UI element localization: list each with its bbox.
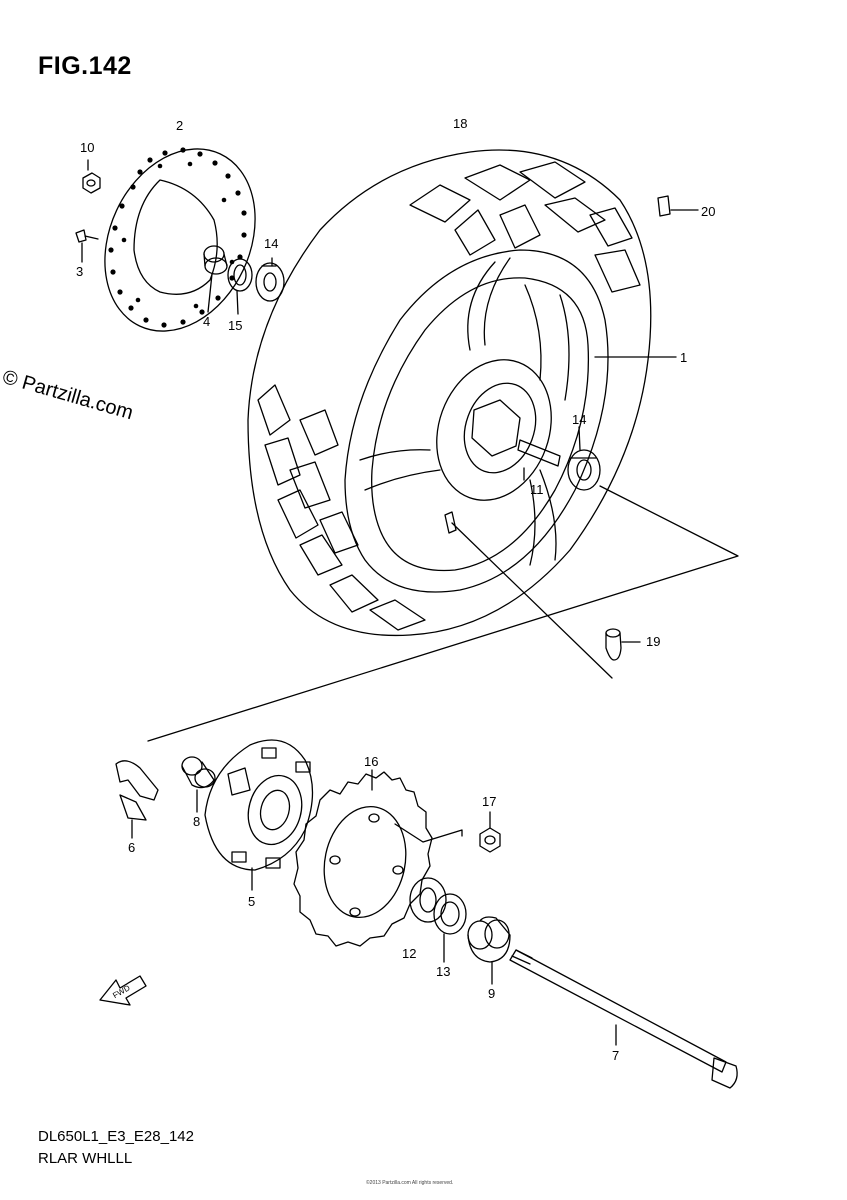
callout-14-lower: 14 xyxy=(572,412,586,427)
callout-16: 16 xyxy=(364,754,378,769)
rear-axle[interactable] xyxy=(509,949,738,1089)
copyright: ©2013 Partzilla.com All rights reserved. xyxy=(366,1180,454,1186)
bearing-left[interactable] xyxy=(255,262,285,302)
disc-bolt[interactable] xyxy=(75,229,99,243)
bearing-right[interactable] xyxy=(567,449,601,491)
forward-arrow-icon: FWD xyxy=(99,975,147,1006)
spacer-right[interactable] xyxy=(467,916,511,963)
spacer-left[interactable] xyxy=(181,756,216,789)
rear-sprocket[interactable] xyxy=(293,771,433,947)
callout-10: 10 xyxy=(80,140,94,155)
sprocket-nut[interactable] xyxy=(479,827,501,853)
callout-5: 5 xyxy=(248,894,255,909)
callout-4: 4 xyxy=(203,314,210,329)
callout-17: 17 xyxy=(482,794,496,809)
oil-seal-left[interactable] xyxy=(227,258,253,292)
callout-14-upper: 14 xyxy=(264,236,278,251)
brake-disc[interactable] xyxy=(76,124,283,355)
bearing-drum[interactable] xyxy=(409,877,447,923)
rear-wheel[interactable] xyxy=(247,149,652,637)
callout-18: 18 xyxy=(453,116,467,131)
callout-3: 3 xyxy=(76,264,83,279)
collar[interactable] xyxy=(203,245,228,275)
model-code: DL650L1_E3_E28_142 xyxy=(38,1128,194,1145)
callout-1: 1 xyxy=(680,350,687,365)
figure-name: RLAR WHLLL xyxy=(38,1150,133,1167)
sprocket-drum[interactable] xyxy=(204,739,314,871)
callout-11: 11 xyxy=(530,482,544,497)
cush-damper[interactable] xyxy=(115,760,159,821)
oil-seal-drum[interactable] xyxy=(433,893,467,935)
callout-12: 12 xyxy=(402,946,416,961)
callout-2: 2 xyxy=(176,118,183,133)
callout-13: 13 xyxy=(436,964,450,979)
balance-weight[interactable] xyxy=(657,195,699,217)
disc-nut[interactable] xyxy=(82,172,101,194)
svg-text:FWD: FWD xyxy=(111,983,131,1000)
callout-19: 19 xyxy=(646,634,660,649)
callout-7: 7 xyxy=(612,1048,619,1063)
callout-20: 20 xyxy=(701,204,715,219)
callout-15: 15 xyxy=(228,318,242,333)
callout-8: 8 xyxy=(193,814,200,829)
callout-6: 6 xyxy=(128,840,135,855)
figure-title: FIG.142 xyxy=(38,52,132,80)
callout-9: 9 xyxy=(488,986,495,1001)
air-valve[interactable] xyxy=(605,628,622,661)
